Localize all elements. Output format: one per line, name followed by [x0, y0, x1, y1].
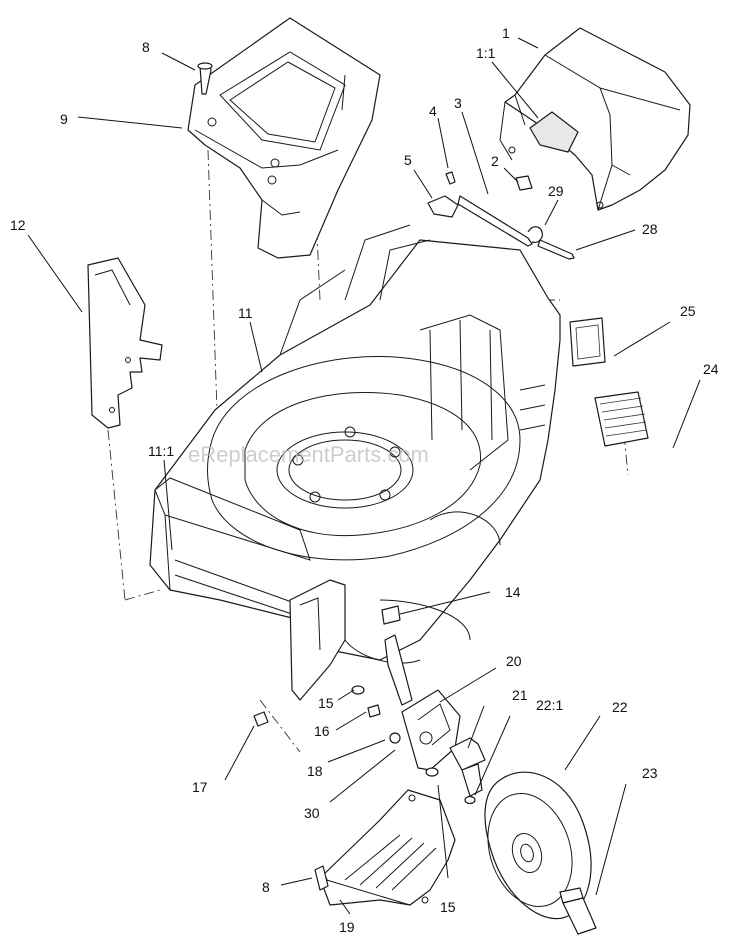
callout-17: 17 [192, 779, 208, 795]
callout-1-1: 1:1 [476, 45, 496, 61]
side-discharge-plate-part-25[interactable] [569, 317, 606, 367]
callout-2: 2 [491, 153, 499, 169]
callout-22: 22 [612, 699, 628, 715]
callout-9: 9 [60, 111, 68, 127]
screw-part-8-bottom[interactable] [314, 865, 329, 891]
callout-3: 3 [454, 95, 462, 111]
callout-8-bottom: 8 [262, 879, 270, 895]
callout-20: 20 [506, 653, 522, 669]
callout-21: 21 [512, 687, 528, 703]
watermark-text: eReplacementParts.com [188, 442, 429, 467]
axle-bolt-part-21[interactable] [449, 737, 486, 797]
callout-5: 5 [404, 152, 412, 168]
callout-30: 30 [304, 805, 320, 821]
callout-22-1: 22:1 [536, 697, 563, 713]
callout-24: 24 [703, 361, 719, 377]
callout-12: 12 [10, 217, 26, 233]
rear-rod-assembly[interactable] [427, 171, 575, 260]
rear-skirt-part-19[interactable] [319, 789, 456, 906]
callout-4: 4 [429, 103, 437, 119]
callout-23: 23 [642, 765, 658, 781]
callout-8-top: 8 [142, 39, 150, 55]
callout-15-bottom: 15 [440, 899, 456, 915]
height-adjuster-assembly[interactable] [253, 634, 461, 771]
callout-11-1: 11:1 [148, 443, 174, 459]
wheel-bolt-part-23[interactable] [559, 887, 597, 935]
callout-18: 18 [307, 763, 323, 779]
washer-part-22-1[interactable] [425, 767, 476, 805]
callout-15-top: 15 [318, 695, 334, 711]
callout-14: 14 [505, 584, 521, 600]
callout-28: 28 [642, 221, 658, 237]
callout-labels: 1 1:1 2 3 4 5 8 8 9 11 11:1 12 14 15 15 … [10, 25, 719, 935]
rear-bag-part-1[interactable] [499, 27, 691, 211]
leader-lines [27, 37, 701, 915]
callout-1: 1 [502, 25, 510, 41]
deflector-plate-part-12[interactable] [87, 257, 163, 429]
rear-door-part-9[interactable] [187, 17, 381, 259]
clip-part-14[interactable] [381, 605, 401, 625]
callout-19: 19 [339, 919, 355, 935]
callout-29: 29 [548, 183, 564, 199]
callout-11: 11 [238, 305, 253, 321]
screw-part-8-top[interactable] [197, 62, 213, 95]
callout-16: 16 [314, 723, 330, 739]
callout-25: 25 [680, 303, 696, 319]
grille-part-24[interactable] [594, 391, 649, 447]
mower-deck-part-11[interactable] [149, 224, 561, 701]
